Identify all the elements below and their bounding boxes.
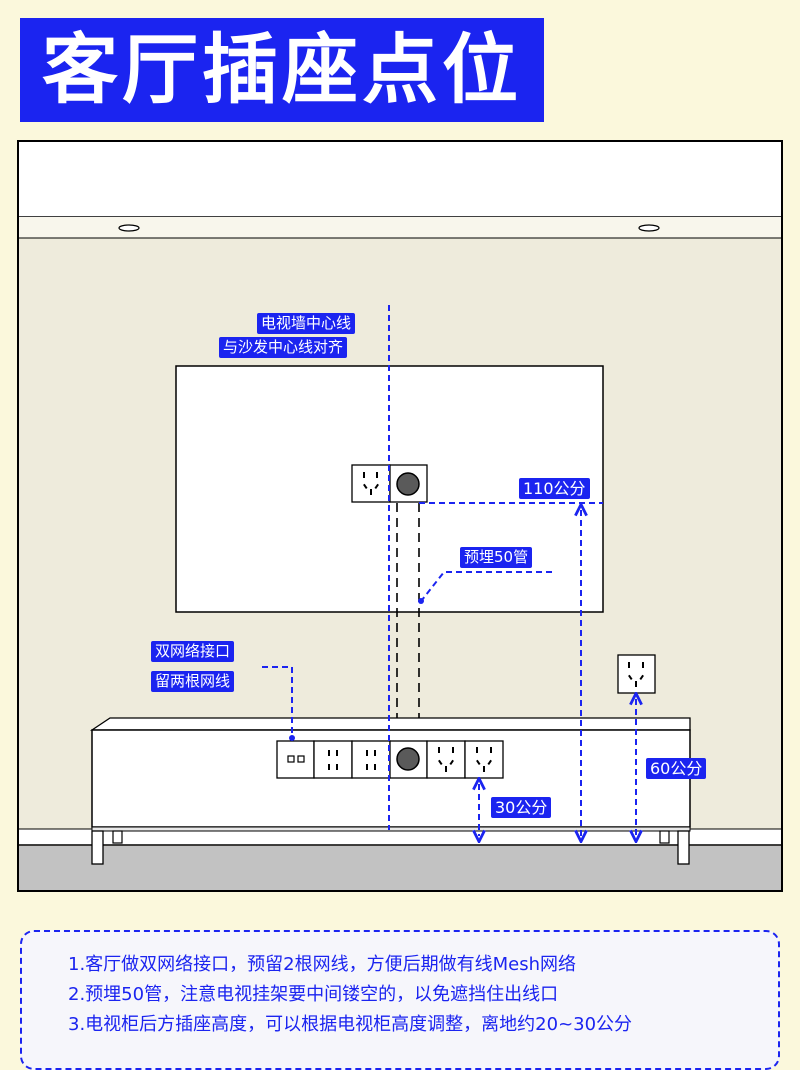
ceiling-light-left [118, 224, 140, 232]
cable-outlet-hole-bottom [396, 747, 420, 771]
label-tv-wall-center: 电视墙中心线 [257, 313, 356, 334]
tv-socket-panel [351, 464, 428, 503]
label-embedded-pipe: 预埋50管 [460, 547, 533, 568]
floor [18, 828, 782, 890]
label-height-60: 60公分 [646, 758, 707, 779]
network-leader-line [262, 666, 293, 737]
notes-box: 1.客厅做双网络接口，预留2根网线，方便后期做有线Mesh网络 2.预埋50管，… [20, 930, 780, 1070]
pipe-leader-dot [418, 598, 424, 604]
cabinet-socket-strip [276, 740, 504, 779]
note-item: 3.电视柜后方插座高度，可以根据电视柜高度调整，离地约20~30公分 [68, 1014, 633, 1035]
side-wall-socket [617, 654, 656, 694]
note-item: 2.预埋50管，注意电视挂架要中间镂空的，以免遮挡住出线口 [68, 984, 559, 1005]
cable-outlet-hole-top [396, 472, 420, 496]
label-dual-network-port: 双网络接口 [151, 641, 235, 662]
ceiling-light-right [638, 224, 660, 232]
note-item: 1.客厅做双网络接口，预留2根网线，方便后期做有线Mesh网络 [68, 954, 577, 975]
label-height-110: 110公分 [519, 478, 590, 499]
label-align-sofa-center: 与沙发中心线对齐 [219, 337, 348, 358]
embedded-pipe [396, 503, 420, 745]
page-title: 客厅插座点位 [20, 18, 544, 122]
label-height-30: 30公分 [491, 797, 552, 818]
living-room-diagram [17, 140, 783, 892]
label-two-network-cables: 留两根网线 [151, 671, 235, 692]
network-leader-dot [289, 735, 295, 741]
